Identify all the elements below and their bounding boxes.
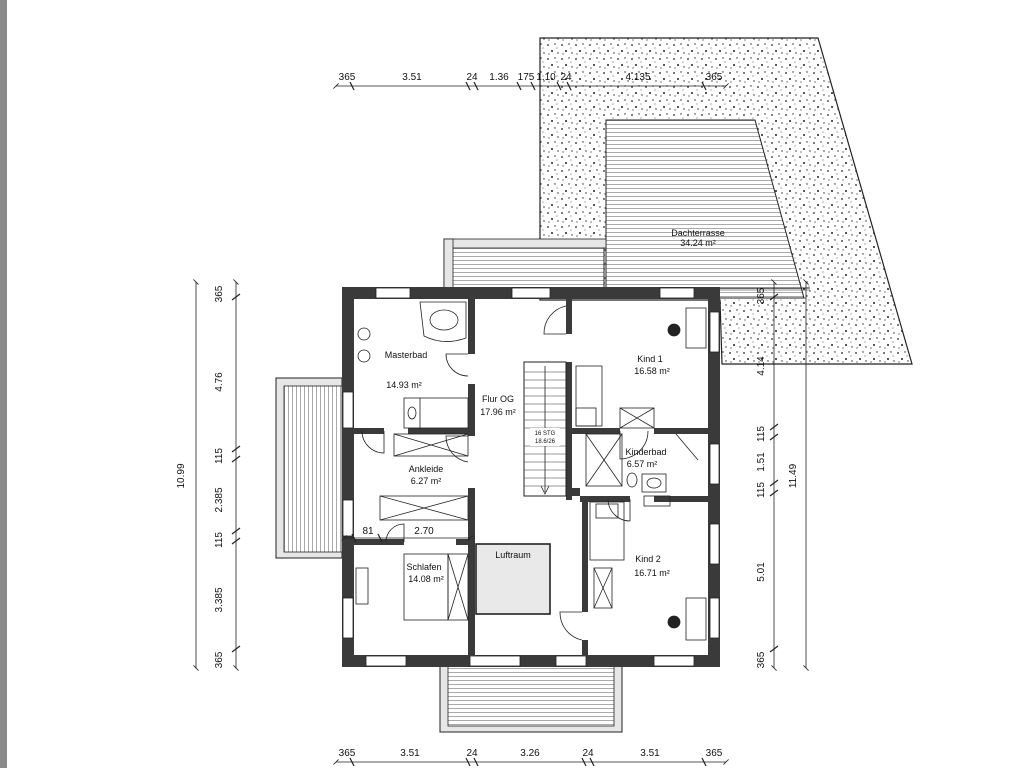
stair-rise-label: 18.6/26 — [535, 439, 556, 445]
dim-top-5: 175 — [518, 72, 535, 83]
dim-left-total: 10.99 — [176, 463, 187, 488]
room-kind1-area: 16.58 m² — [634, 366, 670, 376]
dimensions-top: 365 3.51 24 1.36 175 1.10 24 4.135 365 — [339, 72, 723, 83]
dim-top-4: 1.36 — [489, 72, 509, 83]
dim-top-3: 24 — [466, 72, 478, 83]
room-kinderbad-name: Kinderbad — [625, 447, 666, 457]
doors — [361, 305, 699, 641]
dim-left-6: 3.385 — [214, 587, 225, 612]
dim-top-6: 1.10 — [536, 72, 556, 83]
dim-bottom-5: 24 — [582, 748, 594, 759]
dim-right-6: 5.01 — [756, 562, 767, 582]
room-kind1-name: Kind 1 — [637, 354, 663, 364]
stair-steps-label: 16 STG — [535, 431, 556, 437]
dim-bottom-6: 3.51 — [640, 748, 660, 759]
windows — [342, 287, 720, 667]
dim-bottom-3: 24 — [466, 748, 478, 759]
dim-right-5: 115 — [756, 482, 767, 498]
dim-top-1: 365 — [339, 72, 356, 83]
dimensions-left: 10.99 365 4.76 115 2.385 115 3.385 365 8… — [176, 285, 434, 668]
roof-terrace-label: Dachterrasse — [671, 228, 725, 238]
dim-right-2: 4.14 — [756, 356, 767, 376]
room-masterbad-area: 14.93 m² — [386, 380, 422, 390]
dim-left-5: 115 — [214, 532, 225, 548]
south-balcony — [439, 663, 623, 733]
room-schlafen-area: 14.08 m² — [408, 574, 444, 584]
dim-bottom-4: 3.26 — [520, 748, 540, 759]
viewer-edge — [0, 0, 7, 768]
dimension-ticks — [231, 81, 779, 767]
dim-left-2: 4.76 — [214, 372, 225, 392]
dim-left-7: 365 — [214, 651, 225, 668]
dim-bottom-2: 3.51 — [400, 748, 420, 759]
furniture — [355, 301, 707, 641]
room-flur-name: Flur OG — [482, 394, 514, 404]
dimension-lines — [193, 83, 809, 765]
room-masterbad-name: Masterbad — [385, 350, 428, 360]
dim-right-total: 11.49 — [788, 463, 799, 488]
void-label: Luftraum — [495, 550, 531, 560]
dimensions-right: 11.49 365 4.14 115 1.51 115 5.01 365 — [756, 287, 799, 668]
dim-top-9: 365 — [706, 72, 723, 83]
west-balcony — [275, 377, 343, 559]
dim-top-2: 3.51 — [402, 72, 422, 83]
room-schlafen-name: Schlafen — [406, 562, 441, 572]
room-kind2-name: Kind 2 — [635, 554, 661, 564]
dim-right-4: 1.51 — [756, 452, 767, 472]
dim-bottom-7: 365 — [706, 748, 723, 759]
interior-walls — [354, 298, 710, 656]
dimensions-bottom: 365 3.51 24 3.26 24 3.51 365 — [339, 748, 723, 759]
dim-right-3: 115 — [756, 426, 767, 442]
room-labels: Masterbad 14.93 m² Flur OG 17.96 m² Ankl… — [385, 350, 670, 584]
dim-inner-1: 81 — [362, 526, 374, 537]
dim-right-7: 365 — [756, 651, 767, 668]
staircase: 16 STG 18.6/26 — [523, 361, 567, 497]
dim-left-3: 115 — [214, 448, 225, 464]
dim-left-4: 2.385 — [214, 487, 225, 512]
room-ankleide-name: Ankleide — [409, 464, 444, 474]
room-ankleide-area: 6.27 m² — [411, 476, 442, 486]
room-flur-area: 17.96 m² — [480, 407, 516, 417]
room-kind2-area: 16.71 m² — [634, 568, 670, 578]
dim-right-1: 365 — [756, 287, 767, 304]
dim-inner-2: 2.70 — [414, 526, 434, 537]
void-area: Luftraum — [475, 543, 551, 615]
dim-bottom-1: 365 — [339, 748, 356, 759]
dim-top-7: 24 — [560, 72, 572, 83]
dim-top-8: 4.135 — [625, 72, 650, 83]
roof-terrace: Dachterrasse 34.24 m² — [443, 37, 913, 365]
roof-terrace-area: 34.24 m² — [680, 238, 716, 248]
dim-left-1: 365 — [214, 285, 225, 302]
room-kinderbad-area: 6.57 m² — [627, 459, 658, 469]
